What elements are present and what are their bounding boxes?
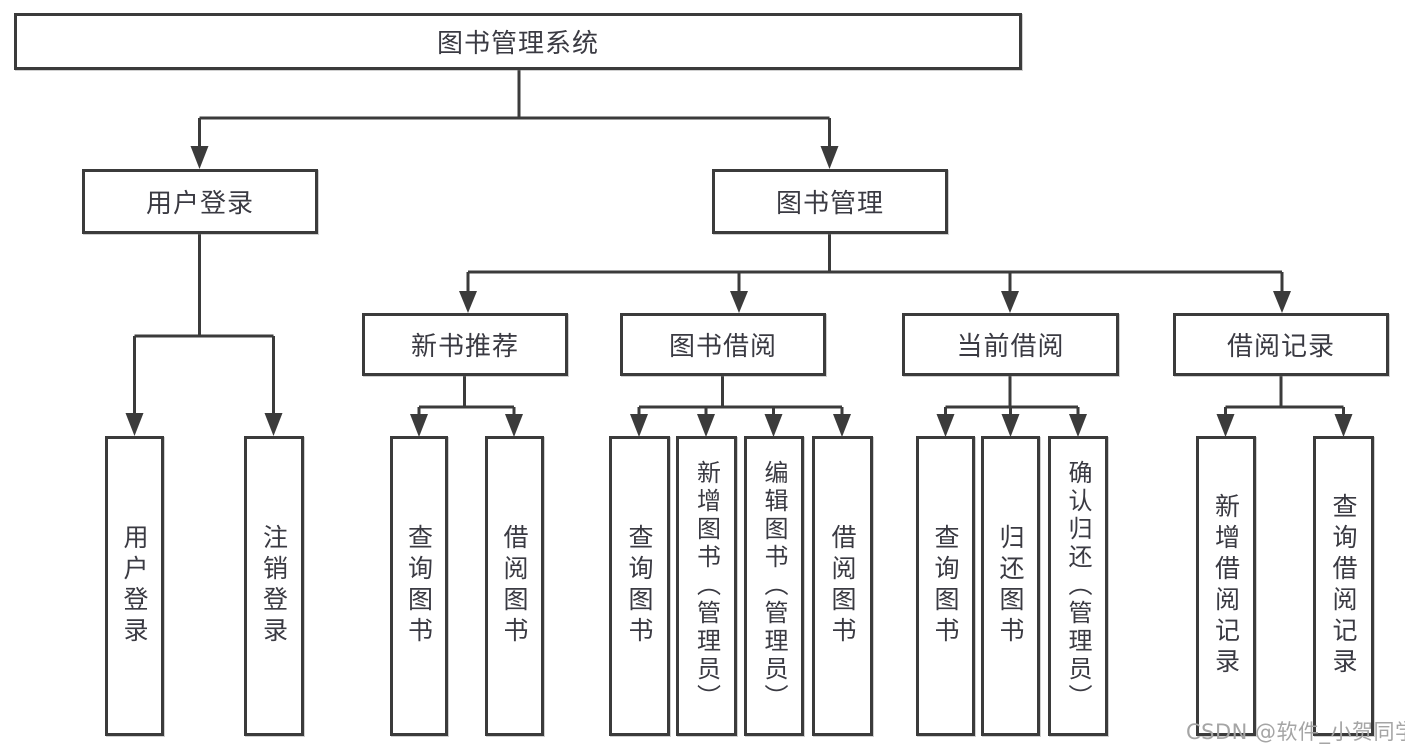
node-book-borrowing: 图书借阅 [620, 313, 826, 376]
node-label: 查询图书 [931, 524, 960, 648]
node-user-login: 用户登录 [82, 169, 318, 234]
node-return-books: 归还图书 [981, 436, 1040, 736]
node-logout-action: 注销登录 [244, 436, 304, 736]
node-label: 借阅图书 [828, 524, 857, 648]
node-add-books-admin: 新增图书（管理员） [676, 436, 737, 736]
node-user-login-action: 用户登录 [105, 436, 164, 736]
node-label: 查询图书 [404, 524, 434, 648]
node-label: 确认归还（管理员） [1064, 460, 1092, 712]
node-label: 新增借阅记录 [1211, 493, 1241, 679]
node-edit-books-admin: 编辑图书（管理员） [744, 436, 804, 736]
csdn-watermark: CSDN @软件_小贺同学 [1186, 720, 1405, 744]
node-label: 借阅图书 [500, 524, 529, 648]
node-label: 当前借阅 [956, 332, 1065, 362]
node-label: 用户登录 [120, 524, 149, 648]
node-current-borrowing: 当前借阅 [902, 313, 1119, 376]
node-add-borrow-record: 新增借阅记录 [1196, 436, 1256, 736]
node-label: 图书管理系统 [436, 29, 599, 59]
node-label: 编辑图书（管理员） [760, 460, 788, 712]
node-label: 图书管理 [775, 189, 884, 219]
node-label: 查询借阅记录 [1329, 493, 1358, 679]
node-borrow-books: 借阅图书 [812, 436, 873, 736]
node-label: 图书借阅 [668, 332, 777, 362]
node-root: 图书管理系统 [14, 13, 1022, 70]
node-query-borrow-record: 查询借阅记录 [1313, 436, 1374, 736]
node-query-books-borrowing: 查询图书 [609, 436, 670, 736]
node-new-book-recommend: 新书推荐 [362, 313, 568, 376]
node-label: 用户登录 [145, 189, 254, 219]
node-confirm-return-admin: 确认归还（管理员） [1048, 436, 1108, 736]
node-query-books-recommend: 查询图书 [390, 436, 448, 736]
node-borrow-books-recommend: 借阅图书 [485, 436, 544, 736]
node-borrowing-records: 借阅记录 [1173, 313, 1389, 376]
node-label: 新增图书（管理员） [692, 460, 721, 712]
node-query-books-current: 查询图书 [916, 436, 975, 736]
node-label: 借阅记录 [1226, 332, 1335, 362]
node-book-management: 图书管理 [712, 169, 948, 234]
node-label: 注销登录 [259, 524, 289, 648]
node-label: 查询图书 [625, 524, 654, 648]
node-label: 归还图书 [996, 524, 1025, 648]
node-label: 新书推荐 [410, 332, 519, 362]
